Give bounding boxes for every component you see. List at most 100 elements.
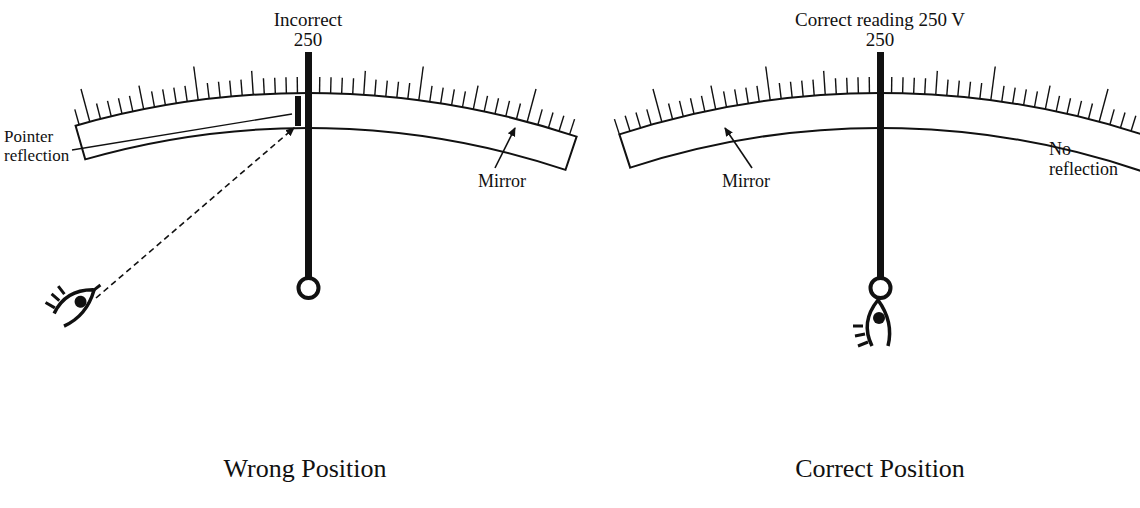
scale-tick xyxy=(330,77,332,93)
caption-text: Wrong Position xyxy=(224,455,387,484)
scale-tick xyxy=(97,103,101,119)
scale-tick xyxy=(947,80,948,96)
label-text: 250 xyxy=(866,30,895,51)
label-text: Incorrect xyxy=(274,10,343,31)
leader-line xyxy=(72,114,292,150)
pointer-pivot xyxy=(299,278,319,298)
scale-tick xyxy=(538,109,542,124)
scale-tick xyxy=(680,101,684,117)
scale-tick xyxy=(857,77,859,93)
label-text: 250 xyxy=(294,30,323,51)
label-text: Mirror xyxy=(722,172,770,192)
scale-tick xyxy=(1120,112,1125,127)
scale-tick xyxy=(219,82,221,98)
scale-tick xyxy=(1002,86,1004,102)
scale-tick xyxy=(506,101,510,117)
scale-tick xyxy=(1099,89,1108,122)
scale-tick xyxy=(846,78,848,94)
scale-tick xyxy=(636,112,641,127)
scale-tick xyxy=(174,88,177,104)
scale-tick xyxy=(185,86,187,102)
label-text: Pointer reflection xyxy=(4,128,84,165)
scale-tick xyxy=(625,116,630,131)
scale-tick xyxy=(397,82,399,98)
scale-tick xyxy=(791,82,793,98)
scale-tick xyxy=(452,89,455,105)
scale-tick xyxy=(341,78,343,94)
scale-tick xyxy=(1013,88,1016,104)
scale-tick xyxy=(647,109,651,124)
scale-tick xyxy=(724,91,727,107)
scale-tick xyxy=(230,81,231,97)
scale-tick xyxy=(263,78,265,94)
scale-tick xyxy=(969,82,971,98)
label-text: Correct reading 250 V xyxy=(795,10,965,31)
scale-tick xyxy=(163,89,166,105)
scale-tick xyxy=(936,71,938,95)
scale-tick xyxy=(516,103,520,119)
sight-line xyxy=(96,128,294,298)
scale-tick xyxy=(1131,116,1136,131)
scale-tick xyxy=(813,80,814,96)
scale-tick xyxy=(386,81,387,97)
scale-tick xyxy=(891,77,893,93)
scale-tick xyxy=(75,109,79,124)
scale-tick xyxy=(548,112,553,127)
scale-tick xyxy=(297,77,299,93)
meter-pointer xyxy=(305,52,312,278)
scale-tick xyxy=(902,77,904,93)
scale-tick xyxy=(1024,89,1027,105)
caption-text: Correct Position xyxy=(795,455,965,484)
pointer-reflection xyxy=(295,96,301,126)
scale-tick xyxy=(869,77,871,93)
scale-tick xyxy=(139,86,144,110)
pointer-pivot xyxy=(871,278,891,298)
scale-tick xyxy=(352,78,354,94)
scale-tick xyxy=(559,116,564,131)
scale-tick xyxy=(118,98,122,114)
scale-tick xyxy=(419,67,423,101)
scale-tick xyxy=(207,83,209,99)
mirror-band xyxy=(76,93,577,170)
scale-tick xyxy=(484,96,487,112)
scale-tick xyxy=(319,77,321,93)
scale-tick xyxy=(364,71,366,95)
scale-tick xyxy=(690,98,694,114)
scale-tick xyxy=(274,78,276,94)
scale-tick xyxy=(1056,96,1059,112)
scale-tick xyxy=(527,89,536,122)
scale-tick xyxy=(462,91,465,107)
scale-tick xyxy=(108,101,112,117)
scale-tick xyxy=(152,91,155,107)
scale-tick xyxy=(570,119,575,134)
scale-tick xyxy=(924,78,926,94)
label-text: No reflection xyxy=(1049,140,1134,180)
scale-tick xyxy=(766,67,770,101)
label-text: Mirror xyxy=(478,172,526,192)
scale-tick xyxy=(802,81,803,97)
scale-tick xyxy=(824,71,826,95)
scale-tick xyxy=(1045,86,1050,110)
scale-tick xyxy=(757,86,759,102)
scale-tick xyxy=(779,83,781,99)
scale-tick xyxy=(241,80,242,96)
scale-tick xyxy=(375,80,376,96)
scale-tick xyxy=(701,96,704,112)
scale-tick xyxy=(735,89,738,105)
scale-tick xyxy=(194,67,198,101)
scale-tick xyxy=(1034,91,1037,107)
leader-line xyxy=(725,128,752,168)
scale-tick xyxy=(958,81,959,97)
scale-tick xyxy=(473,86,478,110)
eye-icon xyxy=(853,300,890,346)
scale-tick xyxy=(408,83,410,99)
scale-tick xyxy=(980,83,982,99)
scale-tick xyxy=(746,88,749,104)
scale-tick xyxy=(669,103,673,119)
meter-pointer xyxy=(877,52,884,278)
scale-tick xyxy=(711,86,716,110)
scale-tick xyxy=(430,86,432,102)
scale-tick xyxy=(1078,101,1082,117)
